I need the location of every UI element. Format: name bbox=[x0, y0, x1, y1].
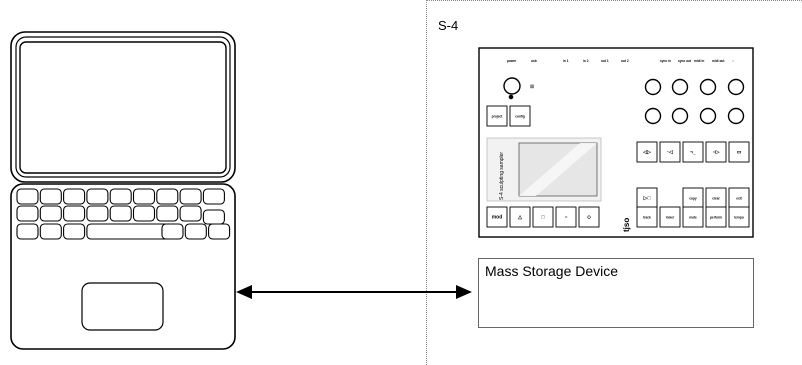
keyboard-key bbox=[63, 205, 86, 222]
region-label: S-4 bbox=[438, 18, 459, 33]
keyboard-key bbox=[39, 223, 62, 240]
s4-region bbox=[426, 0, 802, 365]
keyboard-key bbox=[156, 205, 179, 222]
keyboard-key bbox=[161, 223, 184, 240]
keyboard-key bbox=[202, 188, 225, 205]
mass-storage-box: Mass Storage Device bbox=[478, 258, 754, 328]
keyboard-key bbox=[86, 188, 109, 205]
keyboard-key bbox=[156, 188, 179, 205]
keyboard-key bbox=[16, 188, 39, 205]
keyboard-key bbox=[39, 188, 62, 205]
keyboard-key bbox=[63, 188, 86, 205]
keyboard-key bbox=[179, 205, 202, 222]
keyboard-key bbox=[109, 205, 132, 222]
mass-storage-label: Mass Storage Device bbox=[485, 263, 619, 279]
keyboard-key bbox=[109, 188, 132, 205]
keyboard-key bbox=[16, 223, 39, 240]
keyboard-key bbox=[39, 205, 62, 222]
keyboard-key bbox=[16, 205, 39, 222]
keyboard-key bbox=[63, 223, 86, 240]
keyboard-key bbox=[132, 205, 156, 222]
keyboard-key bbox=[132, 188, 156, 205]
keyboard-key bbox=[208, 223, 231, 240]
keyboard-key bbox=[179, 188, 202, 205]
keyboard-key bbox=[184, 223, 207, 240]
keyboard-key bbox=[86, 205, 109, 222]
